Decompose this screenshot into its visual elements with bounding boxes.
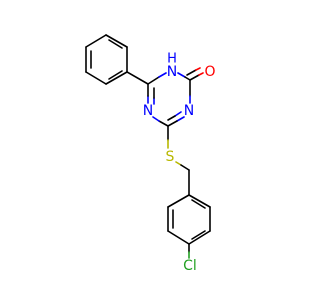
bond (180, 164, 190, 171)
bond (184, 76, 191, 81)
bond (126, 71, 149, 85)
bond (177, 72, 186, 78)
chlorophenyl-ring (167, 194, 211, 245)
bond (85, 71, 107, 85)
atom-label-s: S (166, 149, 175, 165)
bond (167, 194, 190, 208)
atom-label-n: N (167, 64, 177, 80)
molecule-canvas: H N O N N S Cl (85, 34, 216, 274)
bond-double (195, 67, 201, 71)
bond (105, 34, 128, 48)
triazine-ring (147, 72, 191, 127)
bond-double (174, 111, 182, 117)
bond-double (108, 39, 123, 49)
atom-label-h: H (167, 52, 177, 67)
bond (176, 116, 185, 122)
bond (188, 194, 211, 208)
atom-label-cl: Cl (183, 258, 197, 274)
bond-double (108, 70, 123, 80)
bond-double (167, 115, 176, 121)
bond-double (189, 74, 200, 81)
bond-double (191, 199, 206, 209)
structure-drawing: H N O N N S Cl (85, 34, 216, 274)
bond-double (191, 230, 206, 240)
atom-label-o: O (204, 64, 215, 80)
bond (167, 230, 190, 245)
bond (188, 230, 211, 245)
bond-double (198, 72, 204, 76)
bond (147, 76, 160, 85)
atom-label-n: N (184, 103, 194, 119)
bond (158, 72, 167, 78)
bond-double (186, 69, 197, 76)
bond (105, 71, 128, 85)
bond (167, 120, 178, 127)
bond (175, 161, 182, 166)
atom-label-n: N (143, 103, 153, 119)
bond (158, 120, 169, 127)
bond (152, 116, 160, 122)
phenyl-ring (85, 34, 128, 85)
bond (85, 34, 107, 48)
